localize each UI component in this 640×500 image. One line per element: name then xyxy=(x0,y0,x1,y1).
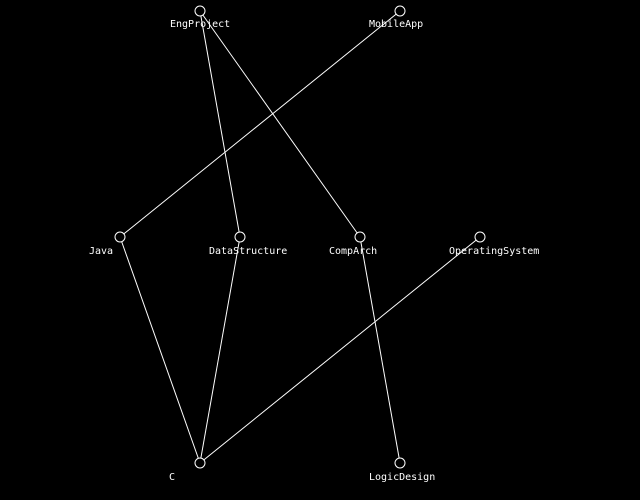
node-operatingsystem[interactable]: OperatingSystem xyxy=(449,231,539,257)
node-engproject[interactable]: EngProject xyxy=(170,5,230,30)
node-java[interactable]: Java xyxy=(89,231,126,257)
node-circle xyxy=(114,231,126,243)
node-circle xyxy=(394,5,406,17)
edge-datastructure-c xyxy=(199,236,241,464)
node-label: CompArch xyxy=(329,246,377,257)
node-label: LogicDesign xyxy=(369,472,435,483)
node-circle xyxy=(354,231,366,243)
node-label: OperatingSystem xyxy=(449,246,539,257)
node-label: EngProject xyxy=(170,19,230,30)
edge-comparch-logicdesign xyxy=(359,236,401,464)
node-circle xyxy=(194,457,206,469)
edge-mobileapp-java xyxy=(119,10,401,238)
node-datastructure[interactable]: DataStructure xyxy=(209,231,287,257)
node-label: Java xyxy=(89,246,113,257)
node-mobileapp[interactable]: MobileApp xyxy=(369,5,423,30)
node-c[interactable]: C xyxy=(169,457,206,483)
node-label: MobileApp xyxy=(369,19,423,30)
node-circle xyxy=(194,5,206,17)
edge-engproject-datastructure xyxy=(199,10,241,238)
edge-operatingsystem-c xyxy=(199,236,481,464)
node-label: DataStructure xyxy=(209,246,287,257)
nodes-layer: EngProject MobileApp Java DataStructure … xyxy=(89,5,539,483)
node-comparch[interactable]: CompArch xyxy=(329,231,377,257)
node-circle xyxy=(394,457,406,469)
node-circle xyxy=(234,231,246,243)
node-label: C xyxy=(169,472,175,483)
edge-engproject-comparch xyxy=(199,10,361,238)
edge-java-c xyxy=(119,236,201,464)
edges-layer xyxy=(119,10,481,464)
node-circle xyxy=(474,231,486,243)
node-logicdesign[interactable]: LogicDesign xyxy=(369,457,435,483)
